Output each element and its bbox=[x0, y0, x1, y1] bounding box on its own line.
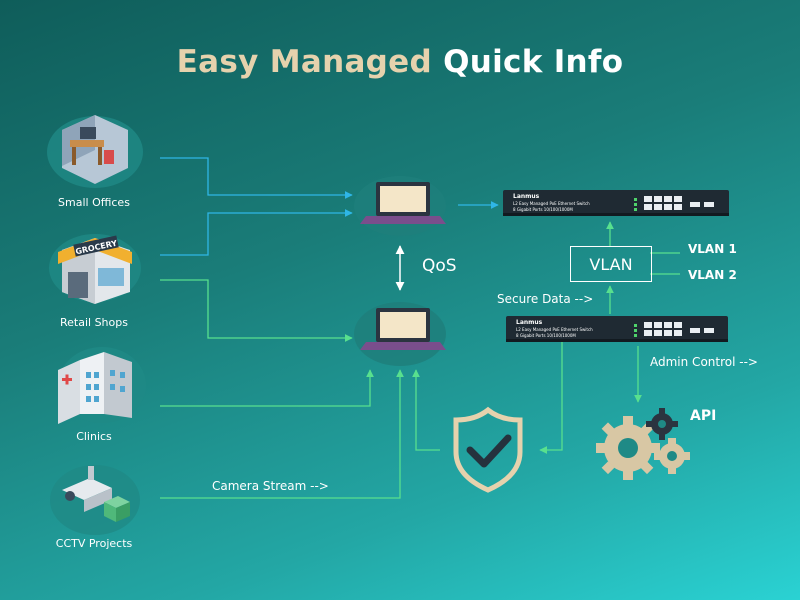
label-retail-shops: Retail Shops bbox=[60, 316, 128, 329]
cctv-camera-icon bbox=[50, 465, 140, 535]
switch-bottom-model: L2 Easy Managed PoE Ethernet Switch bbox=[516, 327, 593, 332]
switch-top-brand: Lanmus bbox=[513, 193, 540, 200]
admin-control-label: Admin Control --> bbox=[650, 355, 758, 369]
laptop-icon-top bbox=[354, 176, 446, 236]
label-cctv-projects: CCTV Projects bbox=[55, 537, 133, 550]
switch-bottom bbox=[506, 316, 728, 342]
title-part-1: Easy Managed bbox=[176, 44, 432, 80]
vlan-box: VLAN bbox=[570, 246, 652, 282]
label-clinics: Clinics bbox=[76, 430, 112, 443]
page-title: Easy Managed Quick Info bbox=[0, 44, 800, 80]
switch-top bbox=[503, 190, 729, 216]
switch-bottom-brand: Lanmus bbox=[516, 319, 543, 326]
green-connectors bbox=[160, 221, 680, 499]
switch-top-ports: 8 Gigabit Ports 10/100/1000M bbox=[513, 207, 573, 212]
camera-stream-label: Camera Stream --> bbox=[212, 479, 329, 493]
shield-check-icon bbox=[453, 406, 523, 493]
blue-connectors bbox=[160, 157, 499, 256]
secure-data-label: Secure Data --> bbox=[497, 292, 594, 306]
laptop-icon-bottom bbox=[354, 302, 446, 366]
grocery-store-icon: GROCERY bbox=[49, 234, 141, 304]
label-small-offices: Small Offices bbox=[58, 196, 130, 209]
switch-top-model: L2 Easy Managed PoE Ethernet Switch bbox=[513, 201, 590, 206]
gears-icon bbox=[596, 408, 690, 480]
switch-bottom-ports: 8 Gigabit Ports 10/100/1000M bbox=[516, 333, 576, 338]
vlan2-label: VLAN 2 bbox=[688, 268, 737, 282]
api-label: API bbox=[690, 408, 717, 424]
qos-label: QoS bbox=[422, 256, 457, 276]
hospital-icon bbox=[58, 347, 146, 424]
office-desk-icon bbox=[47, 115, 143, 188]
title-part-2: Quick Info bbox=[443, 44, 624, 80]
vlan1-label: VLAN 1 bbox=[688, 242, 737, 256]
